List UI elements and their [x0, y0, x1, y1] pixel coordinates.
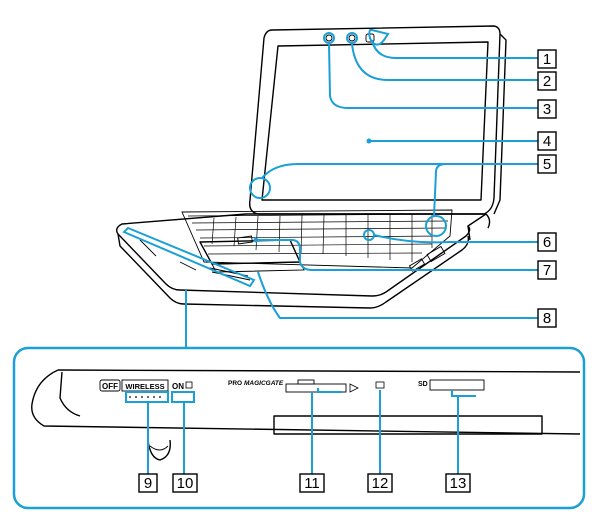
callout-2-number: 2 [543, 73, 551, 90]
callout-5-number: 5 [543, 156, 551, 173]
callout-2: 2 [537, 71, 557, 91]
callout-9-number: 9 [144, 475, 152, 492]
callout-3: 3 [537, 99, 557, 119]
callout-11-number: 11 [304, 475, 320, 492]
callout-7-number: 7 [543, 262, 551, 279]
callout-11: 11 [299, 473, 325, 493]
magicgate-label: MAGICGATE [244, 380, 284, 387]
laptop-illustration [115, 25, 507, 309]
leader-lines-top [122, 29, 538, 348]
callout-6: 6 [537, 232, 557, 252]
off-label: OFF [102, 382, 118, 391]
callout-6-number: 6 [543, 234, 551, 251]
keyboard-keys [187, 213, 451, 262]
callout-12-number: 12 [372, 475, 389, 492]
callout-4-number: 4 [543, 133, 551, 150]
detail-panel: OFF WIRELESS ON PRO MAGICGATE SD [12, 346, 586, 510]
callout-3-number: 3 [543, 101, 551, 118]
callout-1-number: 1 [543, 51, 551, 68]
callout-13-number: 13 [450, 475, 467, 492]
wireless-label: WIRELESS [125, 382, 164, 391]
callout-1: 1 [537, 49, 557, 69]
pro-label: PRO [228, 380, 242, 387]
callout-13: 13 [445, 473, 471, 493]
on-label: ON [172, 382, 184, 391]
wireless-switch-dots [129, 396, 161, 398]
callout-10-number: 10 [177, 475, 194, 492]
callout-8-number: 8 [543, 310, 551, 327]
callout-12: 12 [367, 473, 393, 493]
callout-9: 9 [138, 473, 158, 493]
callout-7: 7 [537, 260, 557, 280]
callout-5: 5 [537, 154, 557, 174]
callout-8: 8 [537, 308, 557, 328]
memory-stick-icon [349, 383, 359, 393]
sd-label: SD [418, 381, 428, 388]
callout-4: 4 [537, 131, 557, 151]
callout-10: 10 [172, 473, 198, 493]
